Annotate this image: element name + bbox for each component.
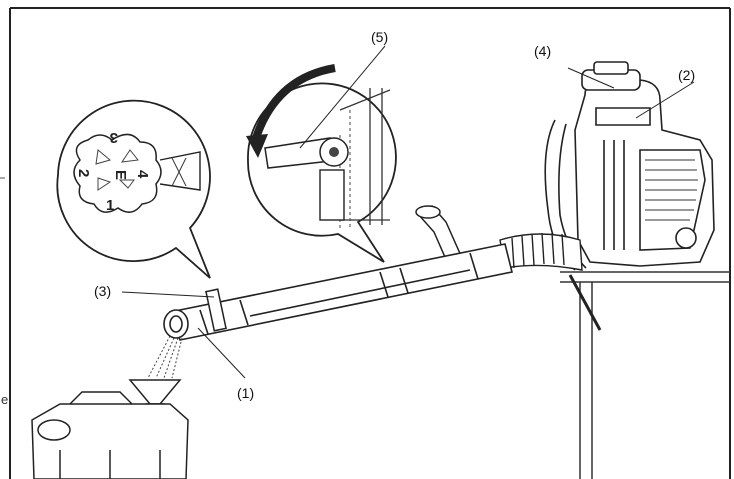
callout-5: (5) [371, 29, 388, 45]
flex-hose [499, 232, 583, 271]
dial-zoom-bubble: 3 2 E 4 1 [56, 99, 211, 279]
dial-pos-3: 3 [110, 129, 118, 146]
edge-text: e [1, 392, 8, 407]
dial-pos-4: 4 [134, 170, 151, 179]
callout-4: (4) [534, 43, 551, 59]
lever-zoom-bubble [246, 64, 397, 263]
handle-grip [415, 205, 463, 265]
dial-pos-2: 2 [75, 169, 92, 177]
fuel-canister [31, 379, 189, 479]
callout-1: (1) [237, 385, 254, 401]
leader-lines [121, 45, 695, 379]
dial-pos-E: E [112, 170, 129, 180]
lever-ring [205, 288, 227, 332]
drain-stream [147, 335, 183, 379]
nozzle-tip [163, 309, 189, 339]
engine-fins [645, 159, 698, 221]
callout-2: (2) [678, 67, 695, 83]
figure-frame [9, 7, 731, 479]
callout-3: (3) [94, 283, 111, 299]
dial-pos-1: 1 [106, 197, 114, 214]
blower-engine-unit [544, 61, 715, 331]
